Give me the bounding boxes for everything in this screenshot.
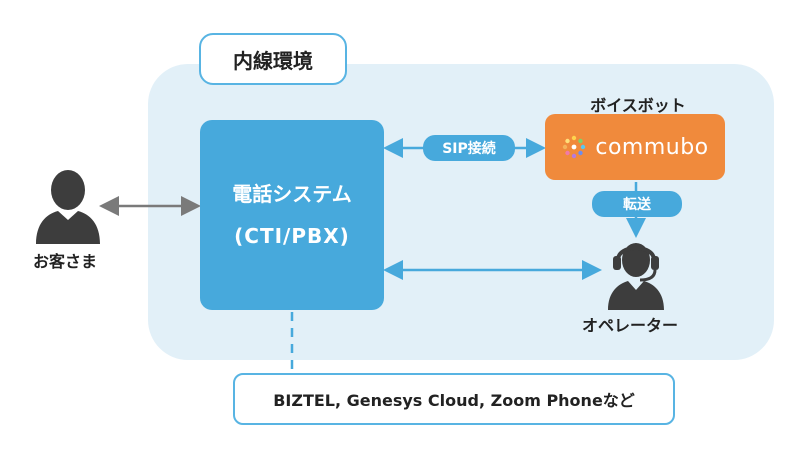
phone-system-subtitle: (CTI/PBX) [234,224,350,248]
phone-system-box: 電話システム (CTI/PBX) [200,120,384,310]
transfer-label: 転送 [592,191,682,217]
customer-label: お客さま [32,252,97,271]
voicebot-title: ボイスボット [590,96,686,115]
commubo-logo-icon [563,135,586,159]
voicebot-brand-name: commubo [595,134,709,160]
customer-person-icon [36,170,100,244]
sip-connection-label: SIP接続 [423,135,515,161]
voicebot-box: commubo [545,114,725,180]
operator-label: オペレーター [581,316,678,335]
platform-examples-box: BIZTEL, Genesys Cloud, Zoom Phoneなど [233,373,675,425]
phone-system-title: 電話システム [232,182,352,206]
internal-environment-label: 内線環境 [199,33,347,85]
operator-headset-icon [608,243,664,310]
